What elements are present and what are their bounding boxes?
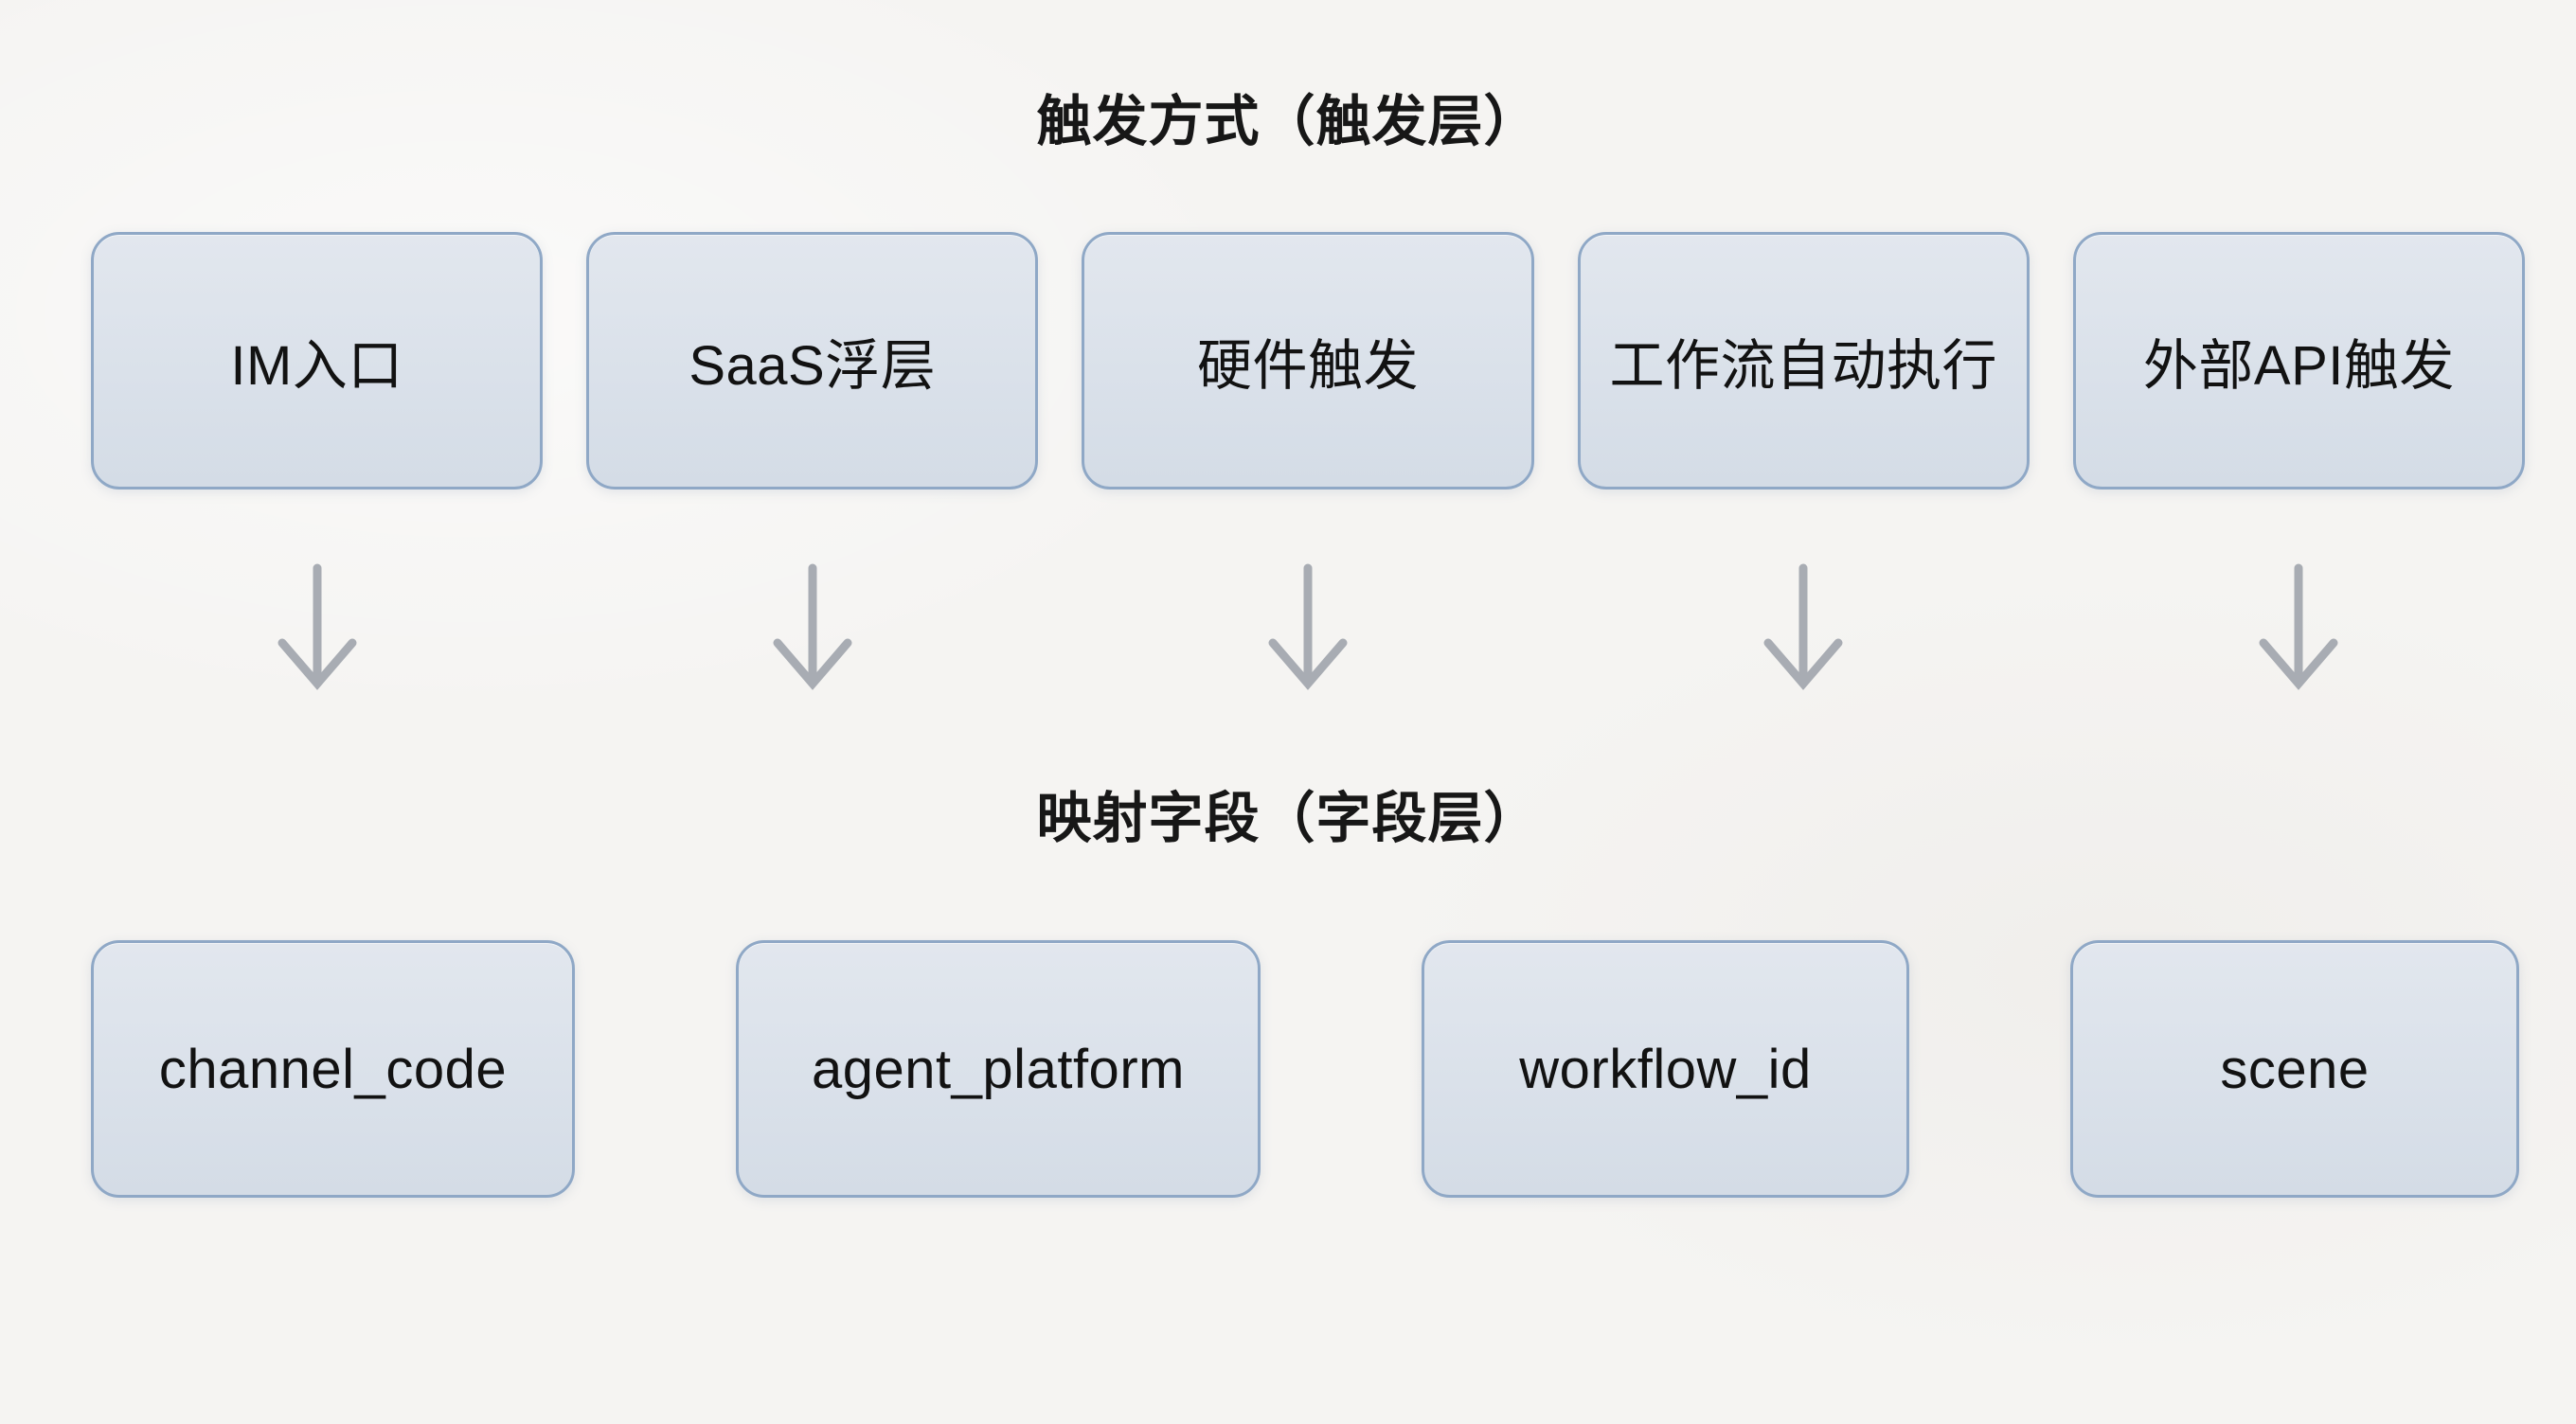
trigger-box-hardware: 硬件触发 xyxy=(1082,232,1534,490)
arrow-cell-5 xyxy=(2073,561,2525,693)
field-layer-title: 映射字段（字段层） xyxy=(1036,788,1540,849)
arrows-row xyxy=(91,561,2525,693)
arrow-cell-2 xyxy=(586,561,1038,693)
field-box-label: scene xyxy=(2220,1038,2370,1100)
field-box-scene: scene xyxy=(2070,940,2519,1198)
arrow-cell-4 xyxy=(1578,561,2030,693)
field-box-channel-code: channel_code xyxy=(91,940,575,1198)
trigger-box-label: SaaS浮层 xyxy=(689,335,937,397)
trigger-box-label: 工作流自动执行 xyxy=(1609,335,1997,397)
arrow-cell-1 xyxy=(91,561,543,693)
arrow-cell-3 xyxy=(1082,561,1533,693)
field-box-label: workflow_id xyxy=(1519,1038,1812,1100)
trigger-boxes-row: IM入口 SaaS浮层 硬件触发 工作流自动执行 外部API触发 xyxy=(91,232,2526,490)
trigger-box-im-entry: IM入口 xyxy=(91,232,544,490)
down-arrow-icon xyxy=(2259,563,2338,690)
trigger-box-external-api: 外部API触发 xyxy=(2072,232,2526,490)
field-box-label: channel_code xyxy=(158,1038,508,1100)
down-arrow-icon xyxy=(773,563,852,690)
field-box-workflow-id: workflow_id xyxy=(1422,940,1909,1198)
down-arrow-icon xyxy=(277,563,357,690)
trigger-box-label: 外部API触发 xyxy=(2142,335,2455,397)
trigger-box-workflow-auto: 工作流自动执行 xyxy=(1577,232,2030,490)
down-arrow-icon xyxy=(1763,563,1843,690)
field-boxes-row: channel_code agent_platform workflow_id … xyxy=(91,940,2519,1198)
down-arrow-icon xyxy=(1268,563,1348,690)
trigger-layer-title: 触发方式（触发层） xyxy=(1036,91,1540,152)
field-box-label: agent_platform xyxy=(812,1038,1185,1100)
trigger-box-saas-overlay: SaaS浮层 xyxy=(586,232,1039,490)
trigger-box-label: IM入口 xyxy=(230,335,403,397)
field-box-agent-platform: agent_platform xyxy=(736,940,1261,1198)
trigger-box-label: 硬件触发 xyxy=(1197,335,1420,397)
